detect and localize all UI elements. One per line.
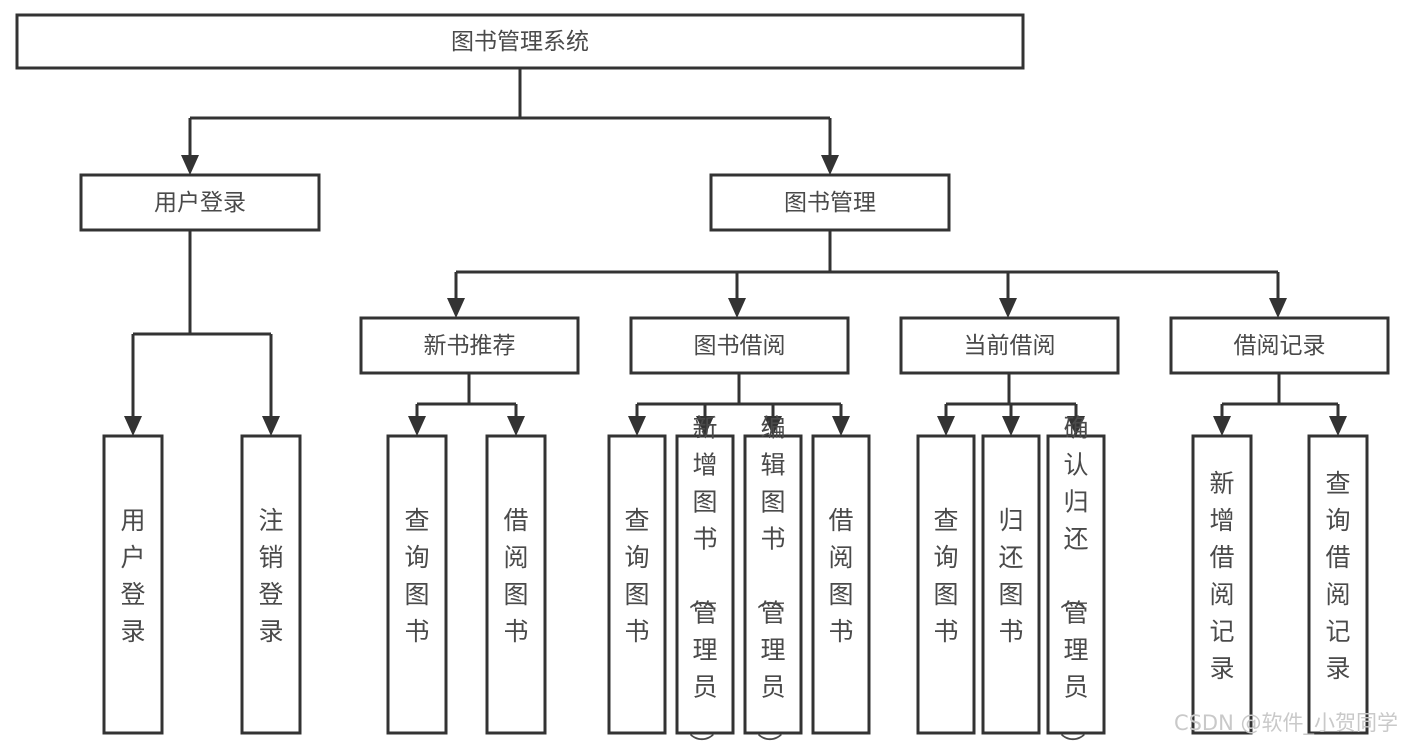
node-leaf-add-book[interactable]: 新增图书（管理员） (675, 414, 735, 747)
node-leaf-query-book-borrow[interactable]: 查询图书 (607, 434, 667, 735)
node-leaf-logout[interactable]: 注销登录 (240, 434, 302, 735)
node-leaf-confirm-return-label: 确认归还（管理员） (1057, 414, 1088, 747)
node-user-login-label: 用户登录 (154, 190, 246, 216)
node-leaf-borrow-book[interactable]: 借阅图书 (811, 434, 871, 735)
book-manage-to-level2-arrow-0 (447, 298, 465, 318)
node-current-borrow-label: 当前借阅 (964, 333, 1056, 359)
node-root-label: 图书管理系统 (451, 29, 589, 55)
node-book-borrow-label: 图书借阅 (694, 333, 786, 359)
node-borrow-records[interactable]: 借阅记录 (1169, 316, 1390, 375)
node-leaf-user-login-label: 用户登录 (120, 506, 145, 646)
node-leaf-borrow-book-rec-rect (485, 434, 547, 735)
node-leaf-query-book-cur-rect (916, 434, 976, 735)
node-leaf-query-book-borrow-rect (607, 434, 667, 735)
root-to-level1-arrow-1 (821, 155, 839, 175)
node-leaf-query-book-rec[interactable]: 查询图书 (386, 434, 448, 735)
book-borrow-to-leaves-arrow-3 (832, 416, 850, 436)
node-borrow-records-rect (1169, 316, 1390, 375)
root-to-level1-arrow-0 (181, 155, 199, 175)
node-leaf-query-book-borrow-label: 查询图书 (624, 506, 649, 646)
node-leaf-edit-book[interactable]: 编辑图书（管理员） (743, 414, 803, 747)
book-borrow-to-leaves-arrow-2 (764, 416, 782, 436)
node-leaf-borrow-book-label: 借阅图书 (828, 506, 853, 646)
node-borrow-records-label: 借阅记录 (1234, 333, 1326, 359)
current-borrow-to-leaves-arrow-1 (1002, 416, 1020, 436)
node-root[interactable]: 图书管理系统 (15, 13, 1025, 70)
node-leaf-borrow-book-rect (811, 434, 871, 735)
node-leaf-add-book-label: 新增图书（管理员） (686, 414, 717, 747)
book-manage-to-level2-arrow-3 (1269, 298, 1287, 318)
user-login-to-leaves-arrow-0 (124, 416, 142, 436)
node-leaf-query-book-cur[interactable]: 查询图书 (916, 434, 976, 735)
node-leaf-return-book-rect (981, 434, 1041, 735)
current-borrow-to-leaves-arrow-0 (937, 416, 955, 436)
node-new-book-recommend[interactable]: 新书推荐 (359, 316, 580, 375)
node-leaf-query-book-cur-label: 查询图书 (933, 506, 958, 646)
node-user-login[interactable]: 用户登录 (79, 173, 321, 232)
borrow-records-to-leaves-arrow-0 (1213, 416, 1231, 436)
node-leaf-return-book-label: 归还图书 (998, 506, 1023, 646)
node-leaf-query-book-rec-label: 查询图书 (404, 506, 429, 646)
current-borrow-to-leaves-arrow-2 (1067, 416, 1085, 436)
node-leaf-logout-label: 注销登录 (258, 506, 283, 646)
node-leaf-query-record-rect (1307, 434, 1369, 735)
book-borrow-to-leaves-arrow-1 (696, 416, 714, 436)
node-leaf-confirm-return[interactable]: 确认归还（管理员） (1046, 414, 1106, 747)
node-user-login-rect (79, 173, 321, 232)
node-leaf-borrow-book-rec[interactable]: 借阅图书 (485, 434, 547, 735)
node-leaf-borrow-book-rec-label: 借阅图书 (503, 506, 528, 646)
node-book-borrow[interactable]: 图书借阅 (629, 316, 850, 375)
book-borrow-to-leaves-arrow-0 (628, 416, 646, 436)
node-leaf-query-record-label: 查询借阅记录 (1325, 469, 1350, 683)
node-leaf-edit-book-rect (743, 434, 803, 735)
node-leaf-add-record-label: 新增借阅记录 (1209, 469, 1234, 683)
node-new-book-recommend-label: 新书推荐 (424, 333, 516, 359)
node-leaf-add-record-rect (1191, 434, 1253, 735)
node-leaf-add-record[interactable]: 新增借阅记录 (1191, 434, 1253, 735)
book-manage-to-level2-arrow-1 (728, 298, 746, 318)
node-book-manage-label: 图书管理 (784, 190, 876, 216)
node-leaf-add-book-rect (675, 434, 735, 735)
node-book-borrow-rect (629, 316, 850, 375)
node-current-borrow-rect (899, 316, 1120, 375)
node-new-book-recommend-rect (359, 316, 580, 375)
node-leaf-return-book[interactable]: 归还图书 (981, 434, 1041, 735)
node-leaf-query-book-rec-rect (386, 434, 448, 735)
node-book-manage-rect (709, 173, 951, 232)
csdn-watermark: CSDN @软件_小贺同学 (1174, 711, 1398, 736)
node-leaf-edit-book-label: 编辑图书（管理员） (754, 414, 785, 747)
node-leaf-user-login[interactable]: 用户登录 (102, 434, 164, 735)
node-root-rect (15, 13, 1025, 70)
connector-layer (124, 68, 1347, 436)
node-book-manage[interactable]: 图书管理 (709, 173, 951, 232)
borrow-records-to-leaves-arrow-1 (1329, 416, 1347, 436)
node-leaf-logout-rect (240, 434, 302, 735)
node-leaf-user-login-rect (102, 434, 164, 735)
node-leaf-query-record[interactable]: 查询借阅记录 (1307, 434, 1369, 735)
node-current-borrow[interactable]: 当前借阅 (899, 316, 1120, 375)
new-book-recommend-to-leaves-arrow-0 (408, 416, 426, 436)
book-manage-to-level2-arrow-2 (999, 298, 1017, 318)
user-login-to-leaves-arrow-1 (262, 416, 280, 436)
node-layer: 图书管理系统用户登录图书管理新书推荐图书借阅当前借阅借阅记录用户登录注销登录查询… (15, 13, 1390, 747)
new-book-recommend-to-leaves-arrow-1 (507, 416, 525, 436)
node-leaf-confirm-return-rect (1046, 434, 1106, 735)
